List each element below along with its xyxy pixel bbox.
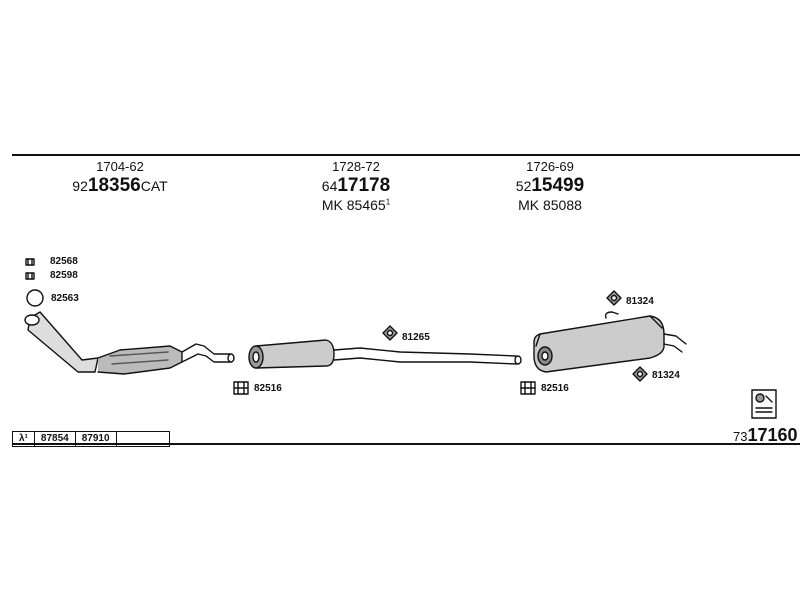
part-range: 1728-72: [332, 159, 380, 174]
rubber-hanger-icon: [382, 325, 398, 341]
catalog-number: 7317160: [733, 425, 798, 445]
rubber-hanger-icon: [606, 290, 622, 306]
top-rule: [12, 154, 800, 156]
reference-cell: [117, 432, 169, 446]
mounting-kit: MK 85088: [518, 197, 582, 214]
reference-cell: 87854: [35, 432, 76, 446]
front-pipe-with-catalyst: [24, 311, 235, 375]
mounting-kit-icon: [751, 389, 777, 419]
lambda-cell: λ¹: [13, 432, 35, 446]
part-number: 6417178: [321, 175, 391, 197]
label-gasket: 82563: [51, 293, 79, 304]
bottom-rule: [12, 443, 800, 445]
bolt-icon: [25, 272, 35, 280]
label-hanger-top: 81324: [626, 296, 654, 307]
label-hanger-mid: 81265: [402, 332, 430, 343]
label-bolt-a: 82568: [50, 256, 78, 267]
rear-silencer: [533, 311, 687, 373]
part-range: 1704-62: [96, 159, 144, 174]
label-clamp-right: 82516: [541, 383, 569, 394]
middle-silencer: [248, 339, 522, 369]
label-clamp-left: 82516: [254, 383, 282, 394]
part-number: 5215499: [515, 175, 585, 197]
clamp-icon: [233, 381, 249, 395]
part-number: 9218356CAT: [72, 175, 168, 197]
reference-table: λ¹ 87854 87910: [12, 431, 170, 447]
label-hanger-bottom: 81324: [652, 370, 680, 381]
rubber-hanger-icon: [632, 366, 648, 382]
bolt-icon: [25, 258, 35, 266]
clamp-icon: [520, 381, 536, 395]
reference-cell: 87910: [76, 432, 117, 446]
mounting-kit: MK 854651: [321, 197, 391, 214]
part-header-front: 1704-62 9218356CAT: [60, 159, 180, 197]
gasket-ring-icon: [26, 289, 44, 307]
label-bolt-b: 82598: [50, 270, 78, 281]
part-header-middle: 1728-72 6417178 MK 854651: [296, 159, 416, 214]
part-range: 1726-69: [526, 159, 574, 174]
part-header-rear: 1726-69 5215499 MK 85088: [490, 159, 610, 214]
